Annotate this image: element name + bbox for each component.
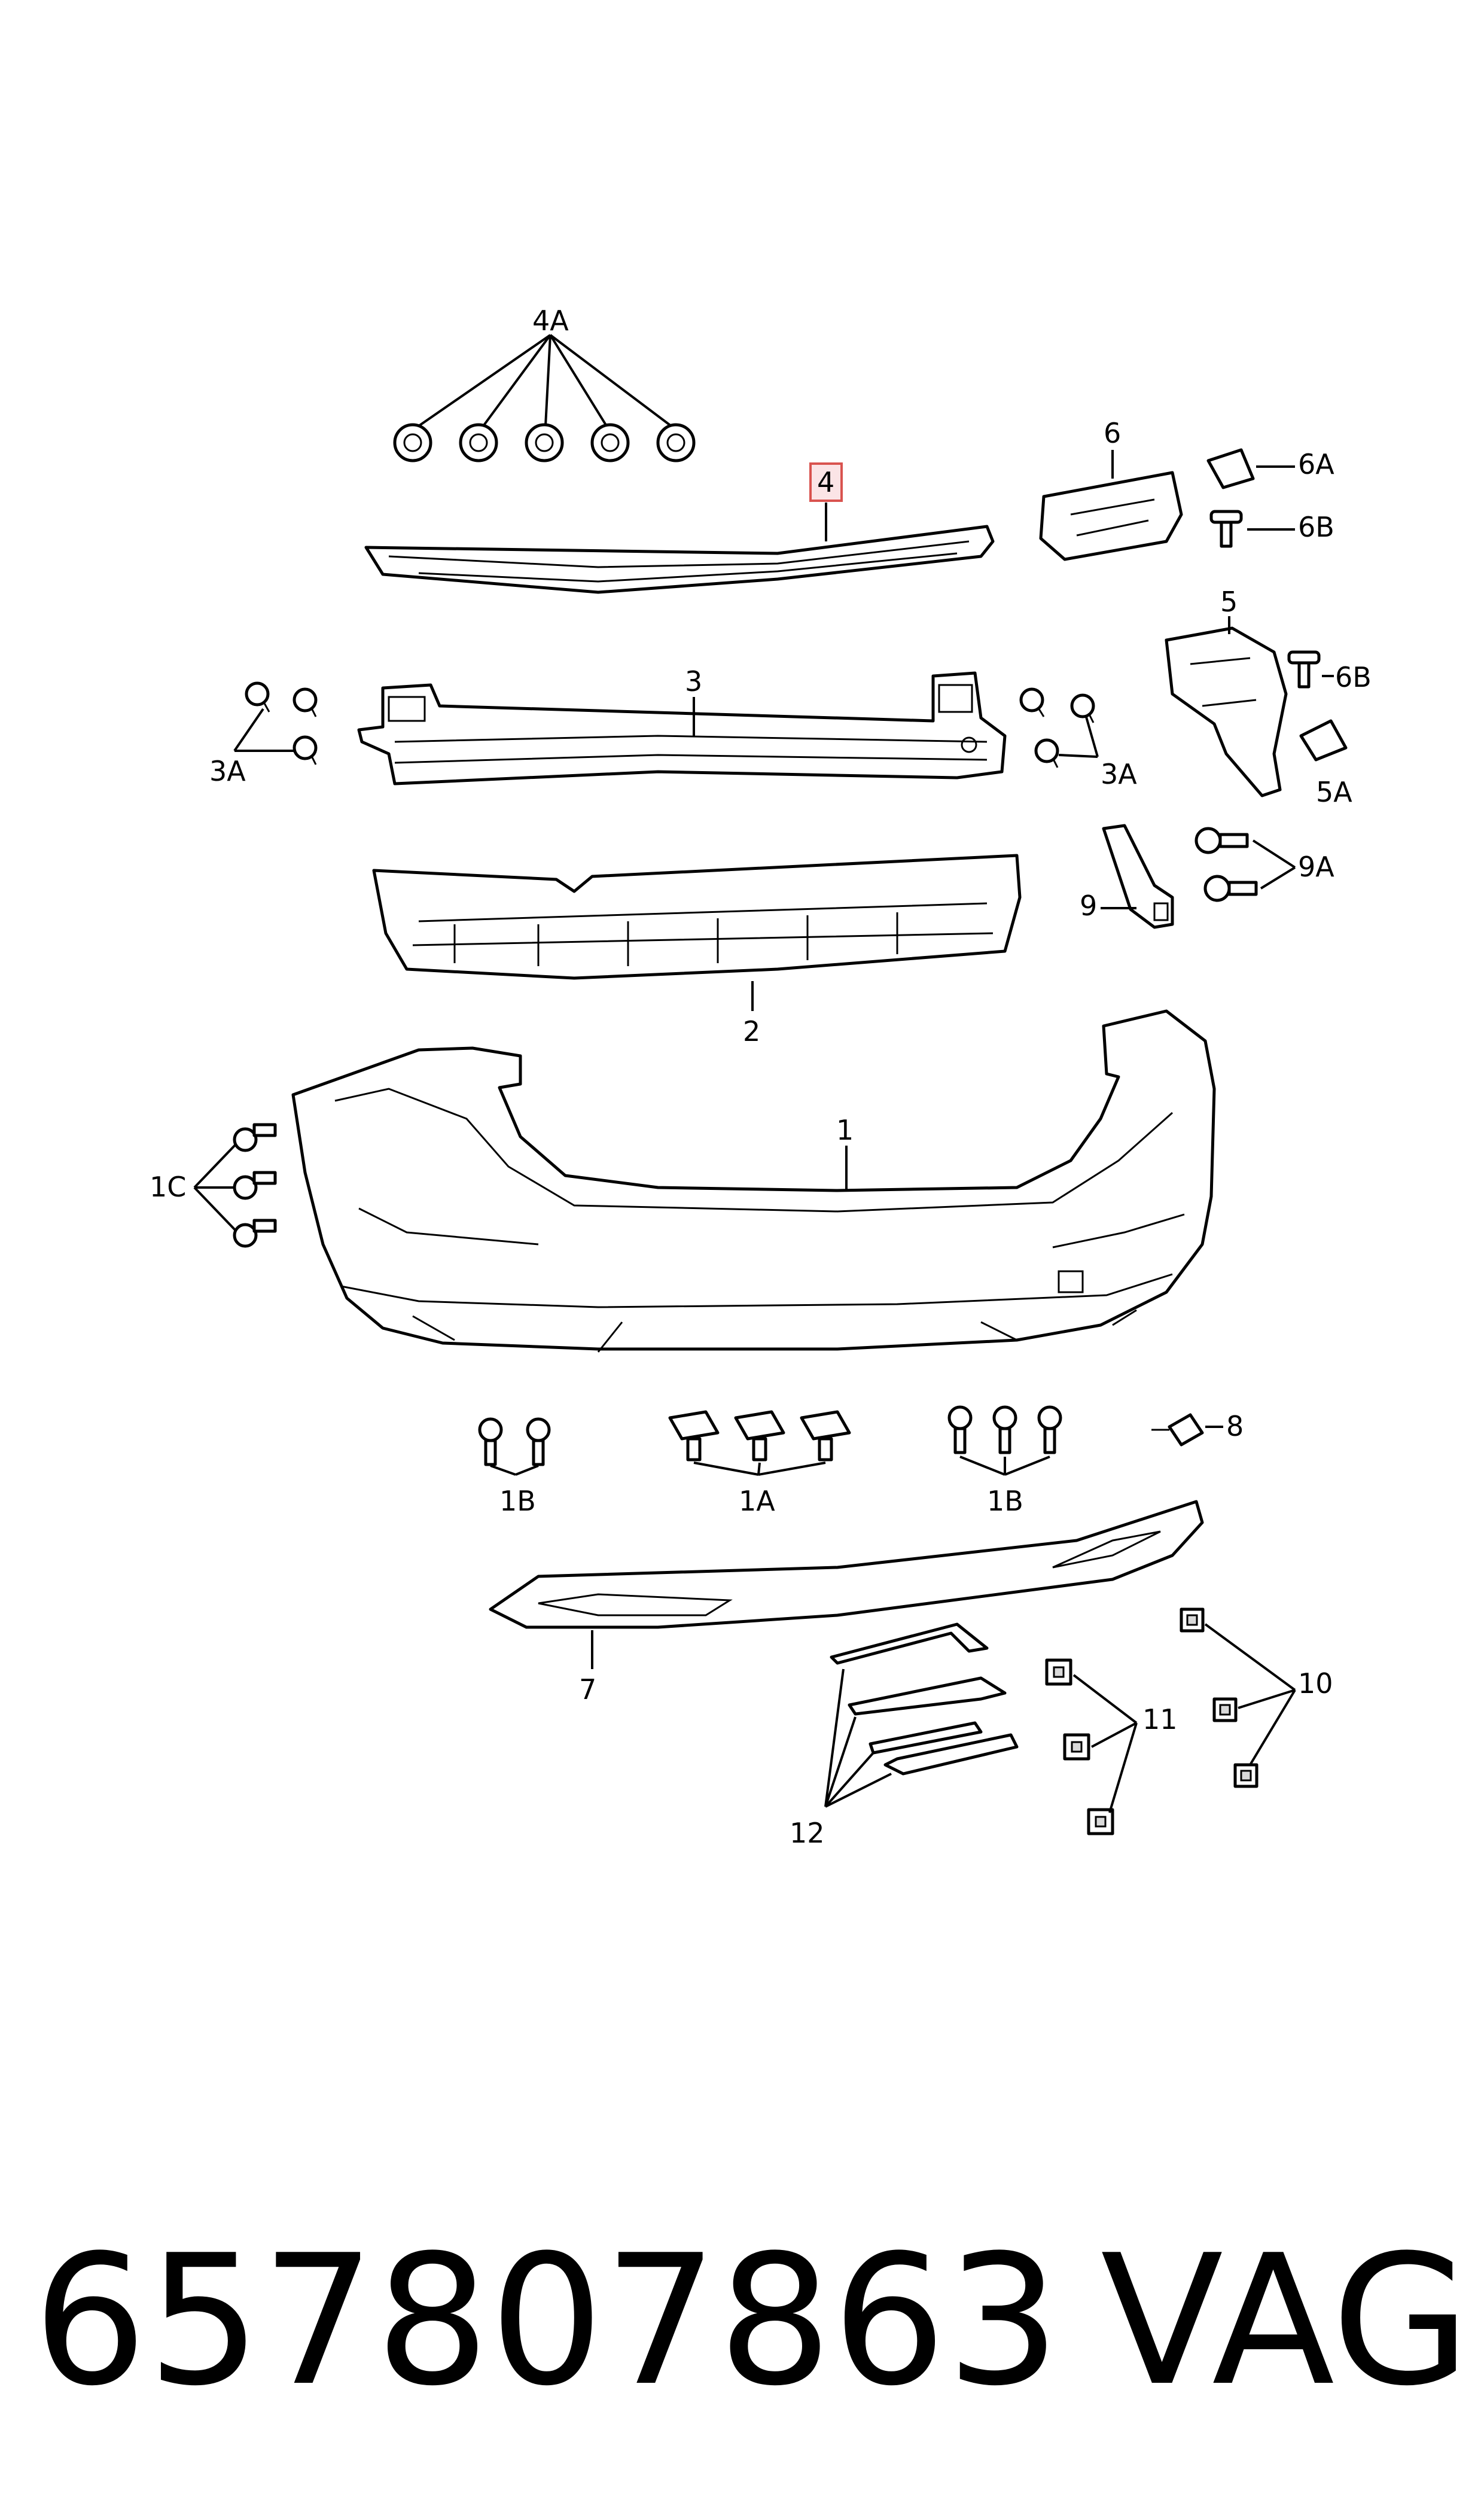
part-11-clips — [1045, 1658, 1114, 1835]
part-5-side-bracket — [1165, 626, 1288, 797]
part-3-bumper-beam — [357, 671, 1007, 785]
part-7-diffuser — [489, 1500, 1204, 1629]
part-8-cap — [1151, 1413, 1204, 1447]
brand-name: VAG — [1101, 2216, 1471, 2425]
callout-7: 7 — [579, 1673, 596, 1706]
screws-1c — [233, 1123, 277, 1248]
callout-1b-left: 1B — [499, 1485, 536, 1517]
part-5a-clip — [1299, 719, 1348, 762]
callout-10: 10 — [1298, 1667, 1333, 1700]
callout-1c: 1C — [150, 1171, 186, 1203]
callout-5a: 5A — [1316, 776, 1352, 808]
part-12-trim-strips — [830, 1622, 1019, 1776]
callout-6b-mid: 6B — [1335, 661, 1372, 693]
callout-4-highlight — [809, 462, 843, 502]
callout-3: 3 — [685, 665, 702, 698]
callout-8: 8 — [1226, 1410, 1244, 1442]
callout-3a-right: 3A — [1101, 758, 1137, 790]
callout-5: 5 — [1220, 586, 1238, 618]
part-6-bracket — [1039, 471, 1183, 561]
callout-6a: 6A — [1298, 448, 1334, 480]
part-6a-clip — [1206, 448, 1255, 489]
part-6b-screw-mid — [1287, 650, 1321, 689]
callout-12: 12 — [790, 1817, 825, 1849]
part-4-carrier-strip — [364, 525, 995, 594]
screws-1b-left — [478, 1417, 551, 1466]
bolts-3a-left — [245, 681, 318, 765]
part-6b-screw-top — [1209, 510, 1243, 548]
clips-1a — [668, 1410, 851, 1462]
callout-6b-top: 6B — [1298, 511, 1334, 543]
bolts-3a-right — [1019, 687, 1095, 768]
callout-9a: 9A — [1298, 851, 1334, 883]
callout-1a: 1A — [739, 1485, 775, 1517]
screws-1b-right — [947, 1405, 1062, 1454]
part-2-energy-absorber — [372, 854, 1022, 980]
callout-2: 2 — [743, 1015, 760, 1048]
callout-3a-left: 3A — [209, 755, 246, 787]
callout-1b-right: 1B — [987, 1485, 1023, 1517]
callout-4: 4 — [817, 466, 834, 498]
part-number: 657807863 — [33, 2216, 1061, 2425]
part-10-clips — [1180, 1607, 1258, 1788]
nuts-4a — [393, 334, 696, 462]
callout-6: 6 — [1104, 417, 1121, 449]
part-9-holder — [1102, 824, 1174, 929]
callout-11: 11 — [1142, 1703, 1178, 1735]
callout-1: 1 — [836, 1114, 854, 1146]
bolts-9a — [1194, 827, 1258, 902]
part-1-bumper-cover — [291, 1009, 1216, 1353]
callout-9: 9 — [1080, 890, 1097, 922]
callout-4a: 4A — [532, 305, 569, 337]
